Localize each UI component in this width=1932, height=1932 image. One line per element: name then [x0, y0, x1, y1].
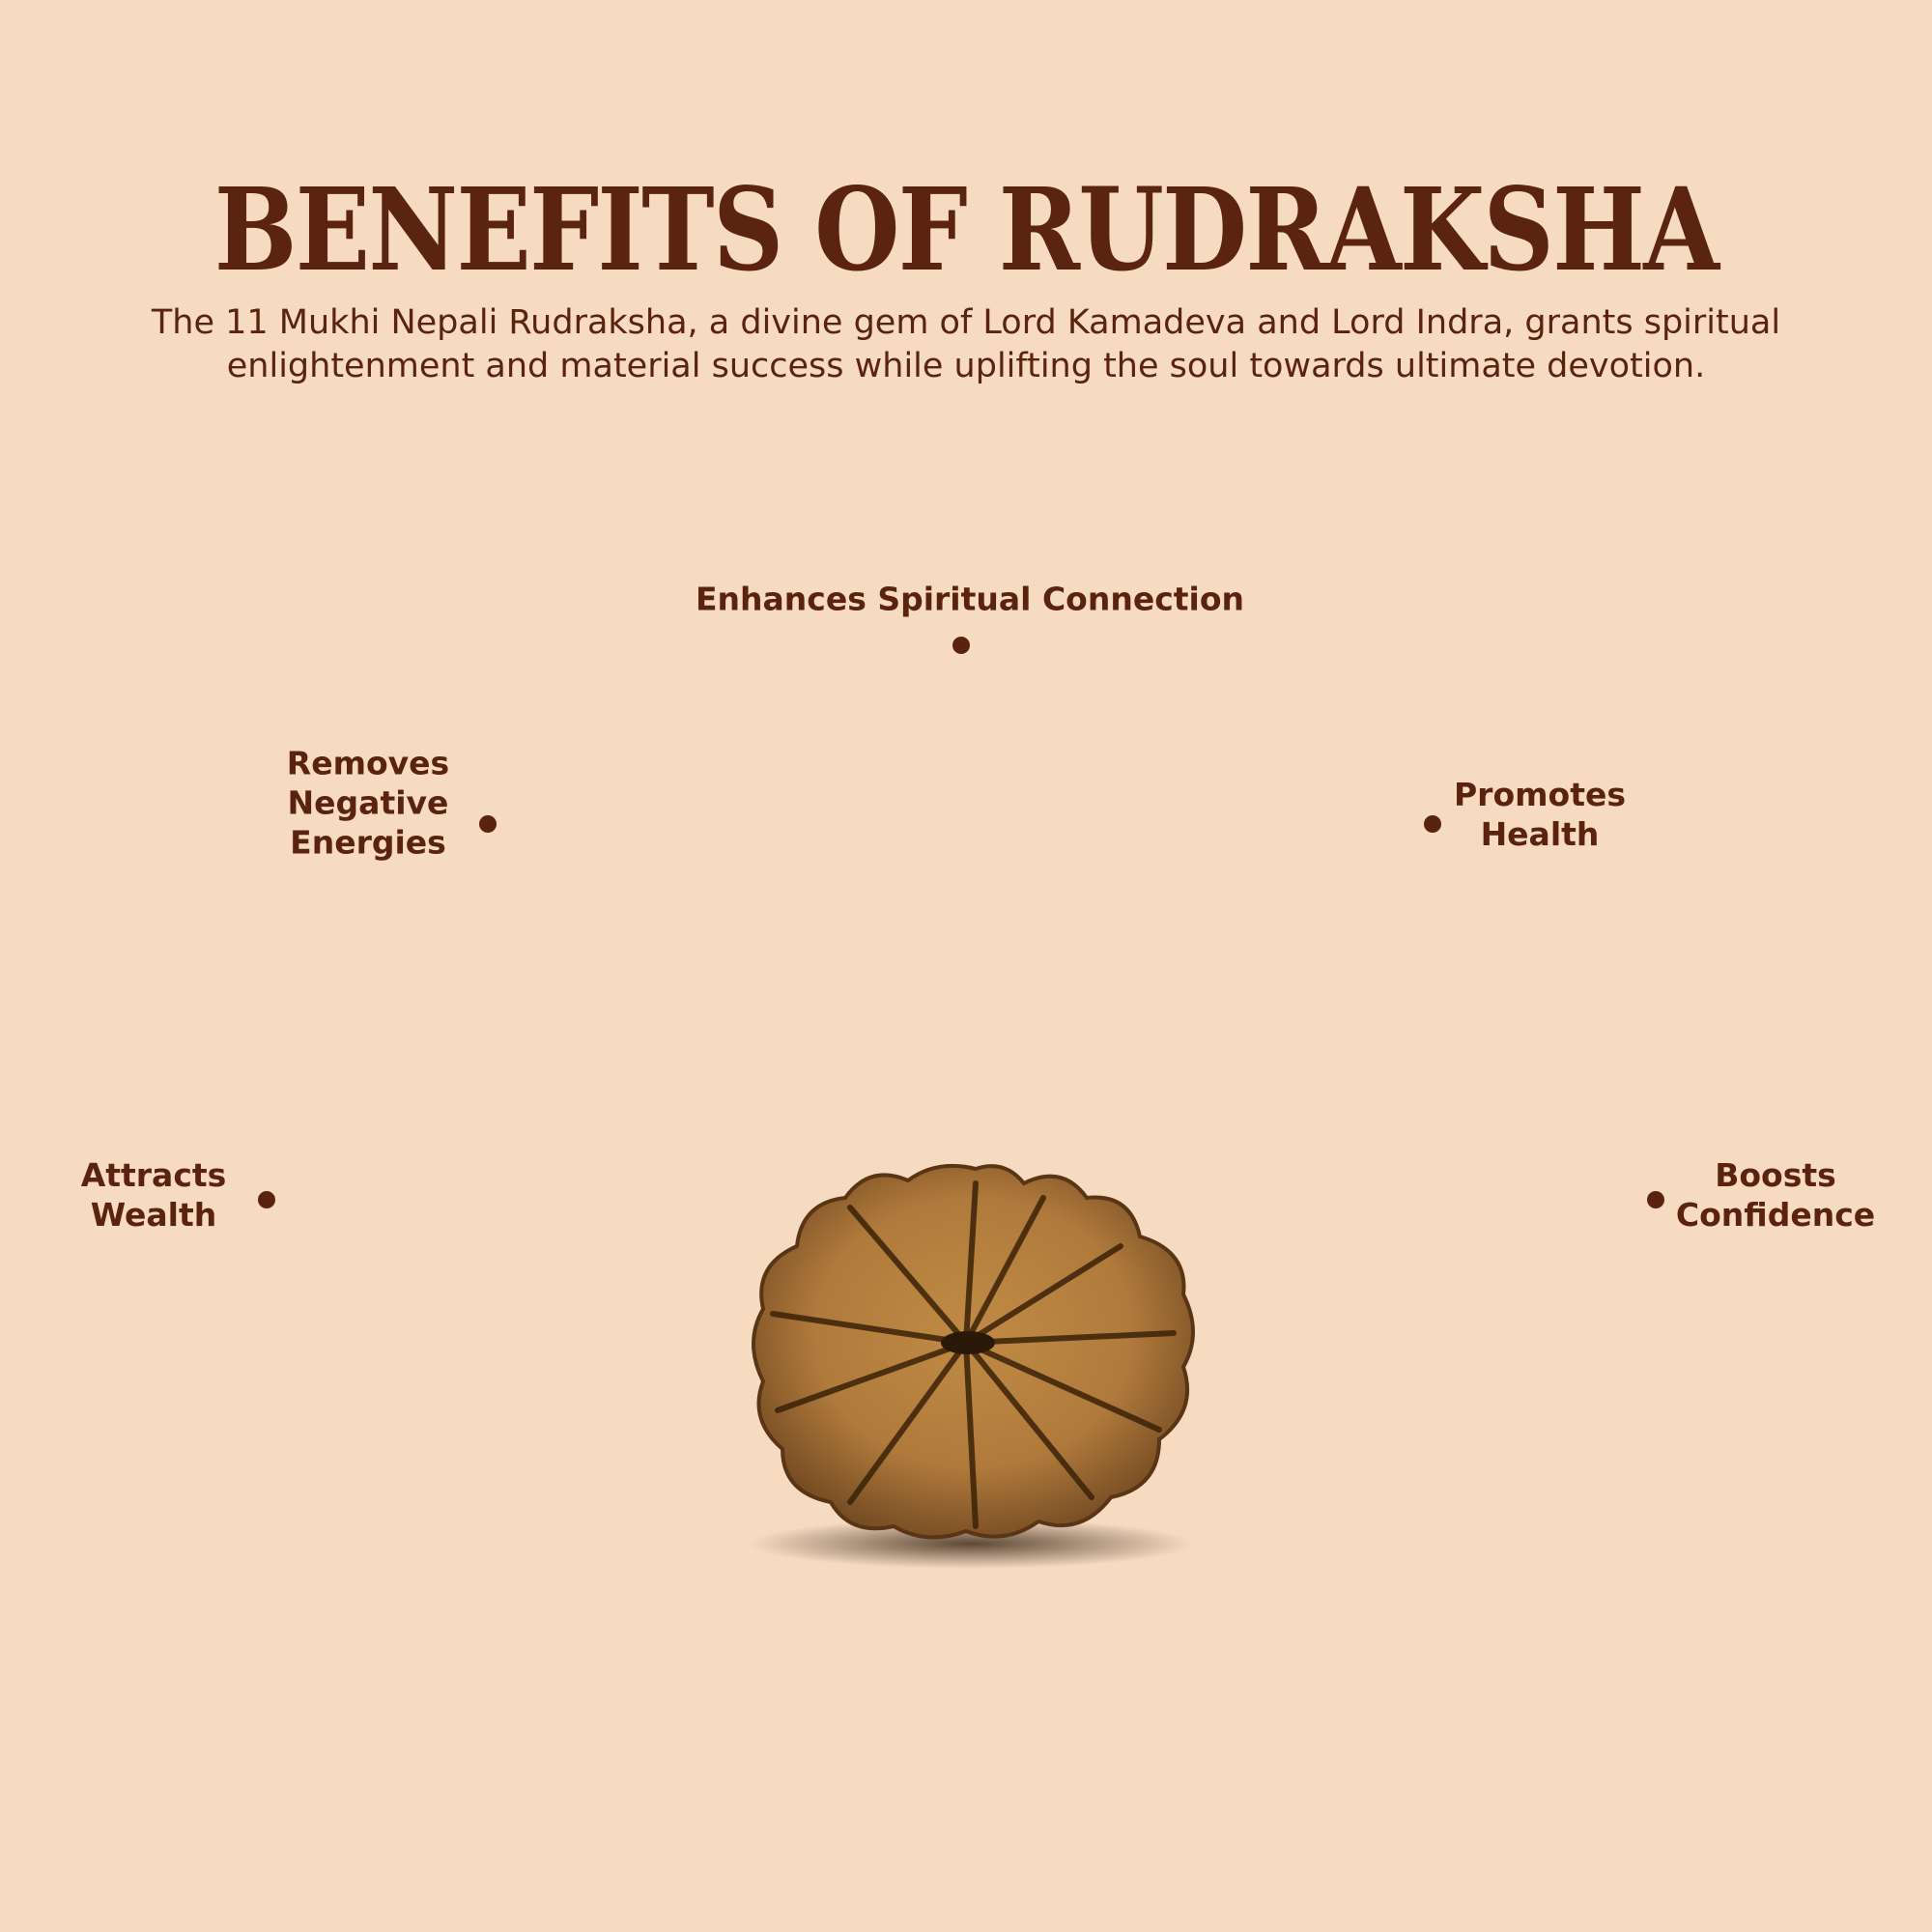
benefit-label-line: Enhances Spiritual Connection — [695, 580, 1245, 618]
benefit-label-line: Confidence — [1675, 1196, 1876, 1234]
benefit-label-line: Health — [1480, 815, 1600, 853]
page-title: BENEFITS OF RUDRAKSHA — [213, 162, 1719, 297]
benefit-label-line: Negative — [287, 783, 449, 822]
dot-boosts-confidence — [1647, 1191, 1664, 1208]
dot-attracts-wealth — [258, 1191, 275, 1208]
benefit-label-line: Wealth — [90, 1196, 217, 1234]
benefit-promotes-health: Promotes Health — [1454, 775, 1626, 854]
rudraksha-bead-image — [749, 1163, 1195, 1569]
benefit-label-line: Boosts — [1715, 1156, 1836, 1194]
benefit-removes-negative-energies: Removes Negative Energies — [287, 744, 449, 863]
benefit-label-line: Energies — [290, 823, 446, 862]
benefit-label-line: Removes — [286, 744, 450, 782]
dot-enhances-spiritual-connection — [952, 637, 970, 654]
benefit-label-line: Promotes — [1454, 776, 1626, 813]
subtitle-line: enlightenment and material success while… — [226, 347, 1706, 385]
dot-promotes-health — [1424, 815, 1441, 833]
benefit-boosts-confidence: Boosts Confidence — [1676, 1155, 1875, 1235]
subtitle: The 11 Mukhi Nepali Rudraksha, a divine … — [58, 301, 1874, 388]
benefit-label-line: Attracts — [80, 1156, 227, 1194]
benefit-enhances-spiritual-connection: Enhances Spiritual Connection — [696, 580, 1244, 619]
benefit-attracts-wealth: Attracts Wealth — [81, 1155, 227, 1235]
subtitle-line: The 11 Mukhi Nepali Rudraksha, a divine … — [151, 303, 1781, 342]
dot-removes-negative-energies — [479, 815, 497, 833]
